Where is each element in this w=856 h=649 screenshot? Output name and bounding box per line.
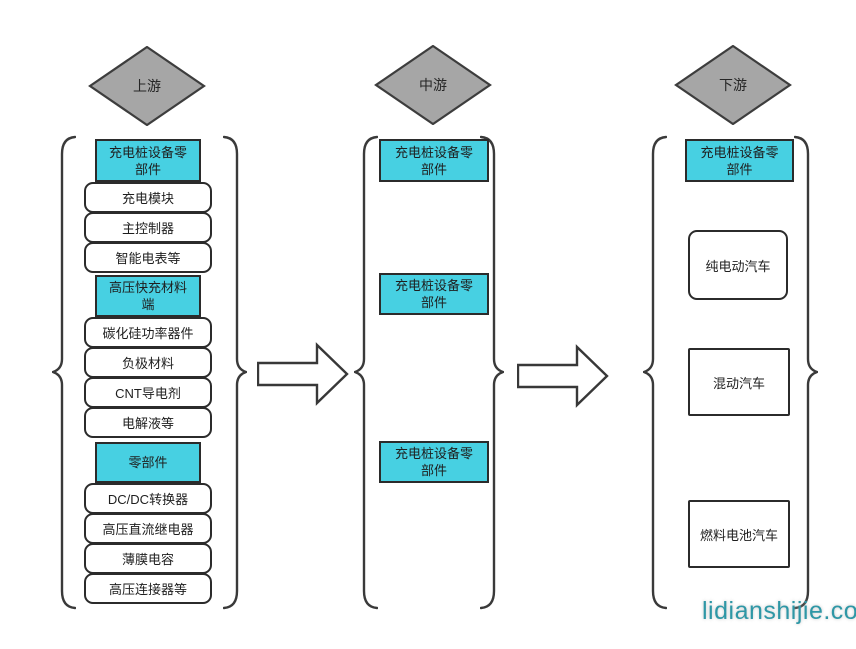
downstream-item-fuel-cell: 燃料电池汽车 (688, 500, 790, 568)
diamond-shape-icon (674, 45, 792, 125)
group-header-label: 零部件 (128, 455, 168, 470)
left-brace-downstream (643, 135, 667, 610)
left-brace-upstream (52, 135, 76, 610)
upstream-item-main-controller: 主控制器 (84, 212, 212, 243)
upstream-item-charging-module: 充电模块 (84, 182, 212, 213)
upstream-item-dcdc-converter: DC/DC转换器 (84, 483, 212, 514)
upstream-group3-header: 零部件 (95, 442, 201, 483)
group-header-label: 充电桩设备零部件 (108, 144, 187, 177)
upstream-item-hv-connector: 高压连接器等 (84, 573, 212, 604)
downstream-item-hybrid: 混动汽车 (688, 348, 790, 416)
right-brace-downstream (794, 135, 818, 610)
arrow-midstream-to-downstream-icon (517, 344, 609, 408)
downstream-item-bev: 纯电动汽车 (688, 230, 788, 300)
diamond-shape-icon (374, 45, 492, 125)
upstream-item-smart-meter: 智能电表等 (84, 242, 212, 273)
arrow-upstream-to-midstream-icon (257, 342, 349, 406)
midstream-box-1: 充电桩设备零部件 (379, 139, 489, 182)
upstream-item-hv-dc-relay: 高压直流继电器 (84, 513, 212, 544)
box-label: 充电桩设备零部件 (394, 278, 473, 310)
upstream-item-sic-power-device: 碳化硅功率器件 (84, 317, 212, 348)
stage-label-midstream: 中游 (419, 77, 447, 93)
right-brace-upstream (223, 135, 247, 610)
midstream-box-2: 充电桩设备零部件 (379, 273, 489, 315)
watermark-text: lidianshijie.com (702, 597, 856, 625)
midstream-box-3: 充电桩设备零部件 (379, 441, 489, 483)
group-header-label: 高压快充材料端 (108, 280, 187, 312)
upstream-item-film-capacitor: 薄膜电容 (84, 543, 212, 574)
box-label: 充电桩设备零部件 (394, 144, 473, 177)
stage-diamond-downstream: 下游 (674, 45, 792, 125)
box-label: 充电桩设备零部件 (394, 446, 473, 478)
stage-label-downstream: 下游 (719, 77, 747, 93)
box-label: 充电桩设备零部件 (700, 144, 779, 177)
stage-diamond-upstream: 上游 (88, 46, 206, 126)
upstream-item-cnt-conductive-agent: CNT导电剂 (84, 377, 212, 408)
upstream-item-electrolyte: 电解液等 (84, 407, 212, 438)
downstream-header: 充电桩设备零部件 (685, 139, 794, 182)
upstream-group1-header: 充电桩设备零部件 (95, 139, 201, 182)
left-brace-midstream (354, 135, 378, 610)
right-brace-midstream (480, 135, 504, 610)
upstream-item-anode-material: 负极材料 (84, 347, 212, 378)
diamond-shape-icon (88, 46, 206, 126)
upstream-group2-header: 高压快充材料端 (95, 275, 201, 317)
stage-label-upstream: 上游 (133, 78, 161, 94)
stage-diamond-midstream: 中游 (374, 45, 492, 125)
